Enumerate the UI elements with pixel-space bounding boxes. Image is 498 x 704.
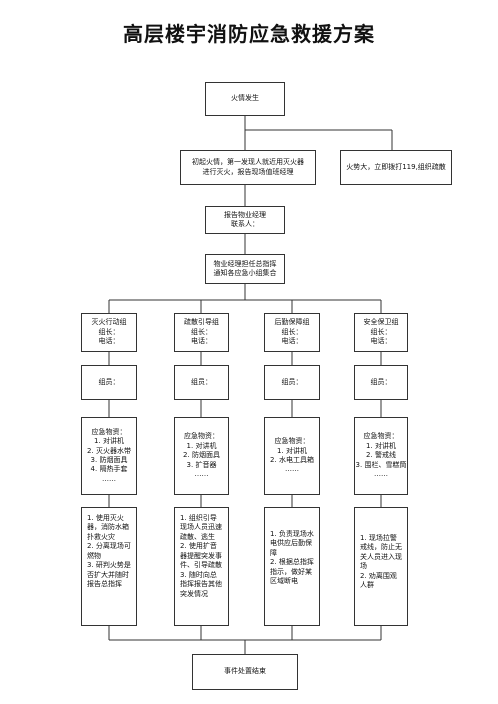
supply-line: 1. 对讲机 (186, 441, 217, 450)
team-tasks-logistics: 1. 负责现场水电供应后勤保障 2. 根据总指挥指示，做好某区域断电 (264, 507, 320, 626)
initial-response-line: 初起火情，第一发现人就近用灭火器 (192, 158, 304, 167)
team-header-line: 疏散引导组 (184, 318, 219, 327)
task-line: 3. 随时向总指挥报告其他突发情况 (180, 570, 222, 598)
report-node: 报告物业经理 联系人： (205, 206, 285, 234)
team-header-line: 组长： (370, 327, 392, 336)
team-header-line: 电话： (281, 337, 303, 346)
supply-line: 3. 围栏、雪糕筒 (355, 460, 407, 469)
team-supplies-security: 应急物资： 1. 对讲机 2. 警戒线 3. 围栏、雪糕筒 …… (354, 417, 408, 495)
team-header-line: 电话： (191, 337, 212, 346)
supply-line: 4. 隔热手套 (90, 465, 128, 474)
command-line: 通知各应急小组集合 (213, 269, 277, 277)
team-tasks-fire: 1. 使用灭火器，消防水箱扑救火灾 2. 分离现场可燃物 3. 研判火势是否扩大… (81, 507, 137, 626)
team-members-fire: 组员： (81, 365, 137, 400)
supply-line: 应急物资： (91, 427, 127, 436)
end-node: 事件处置结束 (192, 654, 298, 690)
supply-line: 2. 防烟面具 (183, 451, 220, 460)
team-tasks-evacuation: 1. 组织引导现场人员迅速疏散、逃生 2. 使用扩音器提醒突发事件、引导疏散 3… (174, 507, 229, 626)
task-line: 3. 研判火势是否扩大并随时报告总指挥 (87, 561, 131, 589)
initial-response-line: 进行灭火，报告现场值班经理 (202, 167, 294, 176)
team-header-line: 组长： (191, 327, 212, 336)
supply-line: 2. 警戒线 (366, 451, 396, 460)
supply-line: 3. 防烟面具 (90, 456, 128, 464)
team-members-security: 组员： (354, 365, 408, 400)
supply-line: 1. 对讲机 (277, 446, 307, 455)
task-line: 2. 使用扩音器提醒突发事件、引导疏散 (180, 542, 222, 570)
task-line: 1. 组织引导现场人员迅速疏散、逃生 (180, 514, 222, 541)
start-node: 火情发生 (205, 82, 285, 116)
team-tasks-security: 1. 现场拉警戒线，防止无关人员进入现场 2. 劝离围观人群 (354, 507, 408, 626)
supply-line: …… (285, 465, 299, 474)
major-fire-label: 火势大，立即拨打119,组织疏散 (346, 162, 446, 171)
team-header-logistics: 后勤保障组 组长： 电话： (264, 313, 320, 352)
supply-line: …… (102, 474, 116, 483)
supply-line: 2. 灭火器水带 (87, 446, 131, 455)
team-header-line: 组长： (281, 327, 303, 336)
team-header-line: 电话： (370, 337, 392, 346)
team-supplies-evacuation: 应急物资： 1. 对讲机 2. 防烟面具 3. 扩音器 …… (174, 417, 229, 495)
supply-line: …… (374, 470, 388, 479)
task-line: 2. 根据总指挥指示，做好某区域断电 (270, 558, 314, 586)
team-header-line: 灭火行动组 (91, 318, 127, 327)
team-header-security: 安全保卫组 组长： 电话： (354, 313, 408, 352)
team-header-line: 后勤保障组 (274, 318, 310, 327)
team-members-logistics: 组员： (264, 365, 320, 400)
task-line: 1. 负责现场水电供应后勤保障 (270, 530, 314, 557)
major-fire-node: 火势大，立即拨打119,组织疏散 (340, 150, 452, 185)
task-line: 2. 分离现场可燃物 (87, 542, 131, 560)
team-header-line: 组长： (98, 327, 120, 336)
members-label: 组员： (281, 377, 303, 386)
team-supplies-fire: 应急物资： 1. 对讲机 2. 灭火器水带 3. 防烟面具 4. 隔热手套 …… (81, 417, 137, 495)
report-line: 报告物业经理 (224, 210, 266, 219)
task-line: 1. 现场拉警戒线，防止无关人员进入现场 (360, 534, 402, 571)
end-label: 事件处置结束 (224, 667, 266, 676)
start-label: 火情发生 (231, 94, 259, 103)
initial-response-node: 初起火情，第一发现人就近用灭火器 进行灭火，报告现场值班经理 (180, 150, 316, 185)
supply-line: 1. 对讲机 (94, 437, 124, 446)
command-line: 物业经理担任总指挥 (213, 259, 277, 268)
supply-line: …… (194, 470, 209, 479)
page-title: 高层楼宇消防应急救援方案 (123, 22, 375, 46)
supply-line: 应急物资： (184, 432, 219, 441)
team-supplies-logistics: 应急物资： 1. 对讲机 2. 水电工具箱 …… (264, 417, 320, 495)
task-line: 1. 使用灭火器，消防水箱扑救火灾 (87, 514, 129, 541)
supply-line: 应急物资： (363, 432, 399, 441)
report-line: 联系人： (231, 220, 259, 228)
supply-line: 1. 对讲机 (366, 441, 396, 450)
supply-line: 3. 扩音器 (186, 460, 217, 469)
team-header-fire: 灭火行动组 组长： 电话： (81, 313, 137, 352)
team-header-line: 电话： (98, 337, 120, 346)
members-label: 组员： (191, 377, 212, 386)
task-line: 2. 劝离围观人群 (360, 571, 397, 590)
members-label: 组员： (370, 377, 392, 386)
team-members-evacuation: 组员： (174, 365, 229, 400)
members-label: 组员： (98, 377, 120, 386)
supply-line: 2. 水电工具箱 (270, 456, 314, 464)
team-header-line: 安全保卫组 (363, 318, 399, 327)
supply-line: 应急物资： (274, 437, 310, 446)
team-header-evacuation: 疏散引导组 组长： 电话： (174, 313, 229, 352)
command-node: 物业经理担任总指挥 通知各应急小组集合 (205, 254, 285, 284)
